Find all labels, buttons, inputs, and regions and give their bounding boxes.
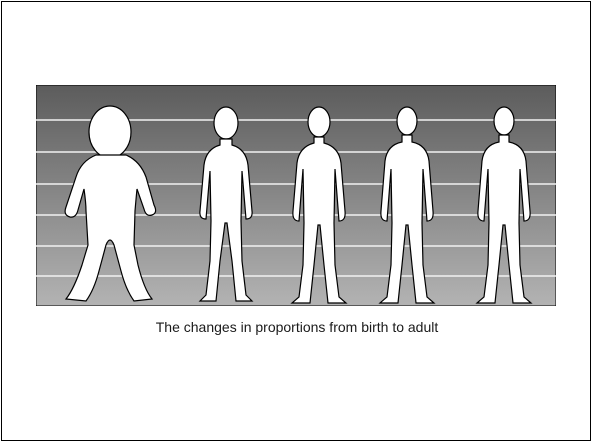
figure-caption: The changes in proportions from birth to… [0,319,594,335]
adult-head [494,107,514,135]
young-adult-head [397,107,417,135]
child-head [214,107,238,139]
proportions-figure [36,85,556,306]
proportions-illustration [36,85,556,306]
infant-head [89,106,131,158]
adolescent-head [308,107,330,137]
